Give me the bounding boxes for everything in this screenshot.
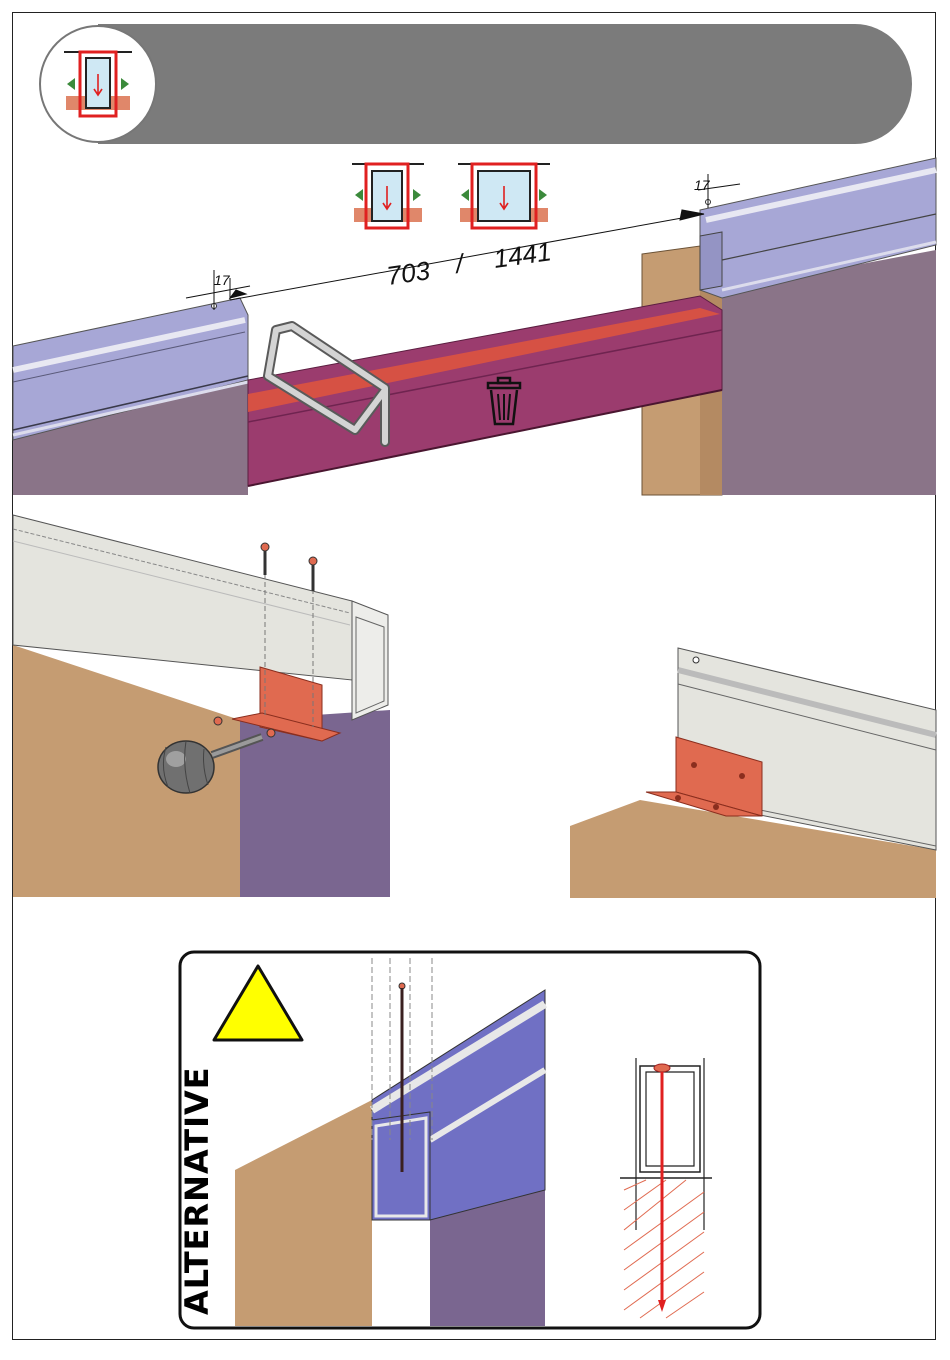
- width-small-dimension: 703: [385, 255, 433, 291]
- screw-small-1: [214, 717, 222, 725]
- narrow-window-frame-icon: [352, 164, 424, 228]
- alternative-box: [0, 940, 950, 1340]
- header-bar: [98, 24, 912, 144]
- screw-small-2: [267, 729, 275, 737]
- screw-long-2: [309, 557, 317, 591]
- panel-bracket-mounting: [0, 505, 400, 905]
- alternative-label: ALTERNATIVE: [178, 1066, 216, 1315]
- panel-bracket-result: [560, 640, 940, 905]
- wide-window-frame-icon: [458, 164, 550, 228]
- left-offset-dimension: 17: [214, 272, 231, 288]
- frame-profile-long: [13, 515, 352, 680]
- panel-remove-beam: 17 17 703 / 1441: [0, 150, 950, 500]
- width-large-dimension: 1441: [492, 236, 553, 274]
- dimension-separator: /: [452, 248, 468, 279]
- header-banner: [0, 0, 950, 160]
- right-offset-dimension: 17: [694, 177, 711, 193]
- frame-profile-end: [352, 601, 388, 720]
- screw-long-1: [261, 543, 269, 575]
